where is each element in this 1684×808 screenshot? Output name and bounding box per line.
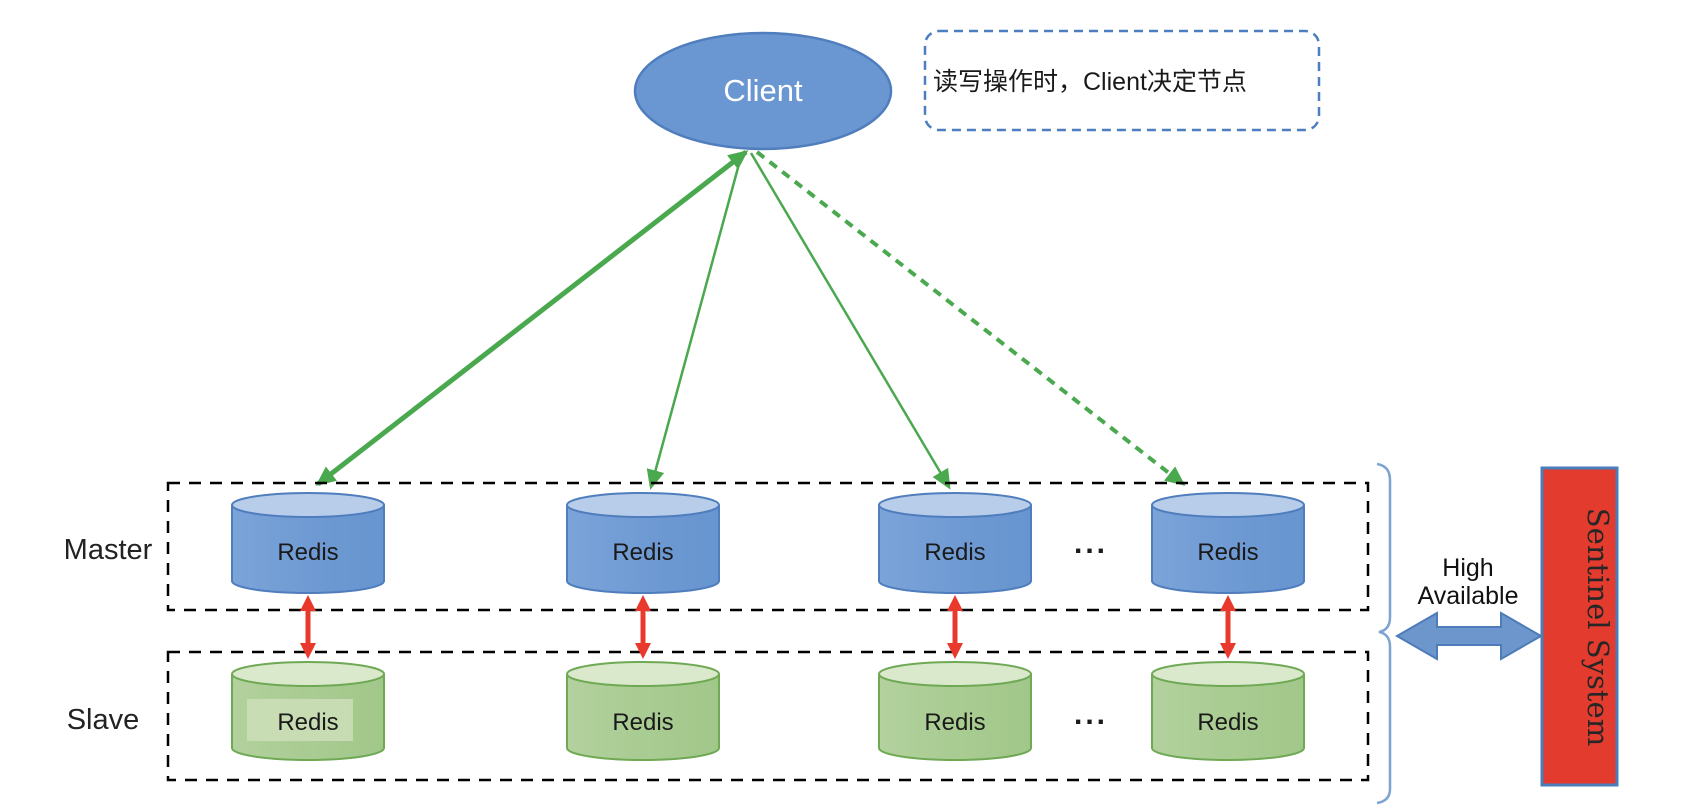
slave-redis-node-1: Redis bbox=[231, 661, 385, 761]
redis-label: Redis bbox=[1197, 539, 1258, 566]
redis-label: Redis bbox=[1197, 709, 1258, 736]
cylinder-top bbox=[1151, 661, 1305, 687]
master-row-label: Master bbox=[64, 534, 153, 566]
client-master4-dashed-arrow bbox=[755, 150, 1186, 486]
high-available-label-line1: High bbox=[1442, 554, 1493, 582]
slave-ellipsis: ... bbox=[1074, 698, 1108, 731]
sync-arrow-1 bbox=[300, 595, 316, 659]
cylinder-top bbox=[566, 661, 720, 687]
client-master-arrows bbox=[315, 150, 1186, 490]
grouping-brace bbox=[1376, 462, 1392, 805]
slave-row-box bbox=[166, 650, 1370, 782]
note-box bbox=[923, 29, 1321, 132]
slave-row-label: Slave bbox=[67, 704, 140, 736]
cylinder-top bbox=[566, 492, 720, 518]
sentinel-box bbox=[1540, 466, 1619, 787]
client-master3-arrow bbox=[749, 152, 951, 490]
client-note-callout: 读写操作时，Client决定节点 bbox=[923, 29, 1321, 132]
redis-label: Redis bbox=[612, 709, 673, 736]
client-ellipse bbox=[633, 31, 893, 151]
highlight-band bbox=[247, 699, 353, 741]
cylinder-top bbox=[878, 661, 1032, 687]
sync-arrow-3 bbox=[947, 595, 963, 659]
master-row-box bbox=[166, 481, 1370, 612]
redis-label: Redis bbox=[612, 539, 673, 566]
master-redis-node-4: Redis bbox=[1151, 492, 1305, 594]
slave-redis-node-4: Redis bbox=[1151, 661, 1305, 761]
high-available-double-arrow bbox=[1394, 611, 1544, 661]
cylinder-top bbox=[1151, 492, 1305, 518]
cylinder-top bbox=[231, 492, 385, 518]
redis-label: Redis bbox=[277, 709, 338, 736]
redis-label: Redis bbox=[924, 539, 985, 566]
master-redis-node-1: Redis bbox=[231, 492, 385, 594]
sentinel-system-node: Sentinel System bbox=[1540, 466, 1619, 787]
note-text: 读写操作时，Client决定节点 bbox=[933, 68, 1247, 96]
master-redis-node-2: Redis bbox=[566, 492, 720, 594]
cylinder-top bbox=[231, 661, 385, 687]
master-slave-sync-arrows bbox=[300, 595, 1236, 659]
redis-label: Redis bbox=[924, 709, 985, 736]
master-ellipsis: ... bbox=[1074, 527, 1108, 560]
slave-redis-node-3: Redis bbox=[878, 661, 1032, 761]
slave-redis-node-2: Redis bbox=[566, 661, 720, 761]
client-master1-arrow bbox=[315, 150, 749, 486]
client-node: Client bbox=[633, 31, 893, 151]
sync-arrow-2 bbox=[635, 595, 651, 659]
cylinder-top bbox=[878, 492, 1032, 518]
high-available-label-line2: Available bbox=[1417, 582, 1518, 610]
client-master2-arrow bbox=[646, 152, 744, 490]
redis-label: Redis bbox=[277, 539, 338, 566]
client-label: Client bbox=[723, 73, 803, 108]
sync-arrow-4 bbox=[1220, 595, 1236, 659]
master-redis-node-3: Redis bbox=[878, 492, 1032, 594]
sentinel-label: Sentinel System bbox=[1581, 508, 1615, 746]
